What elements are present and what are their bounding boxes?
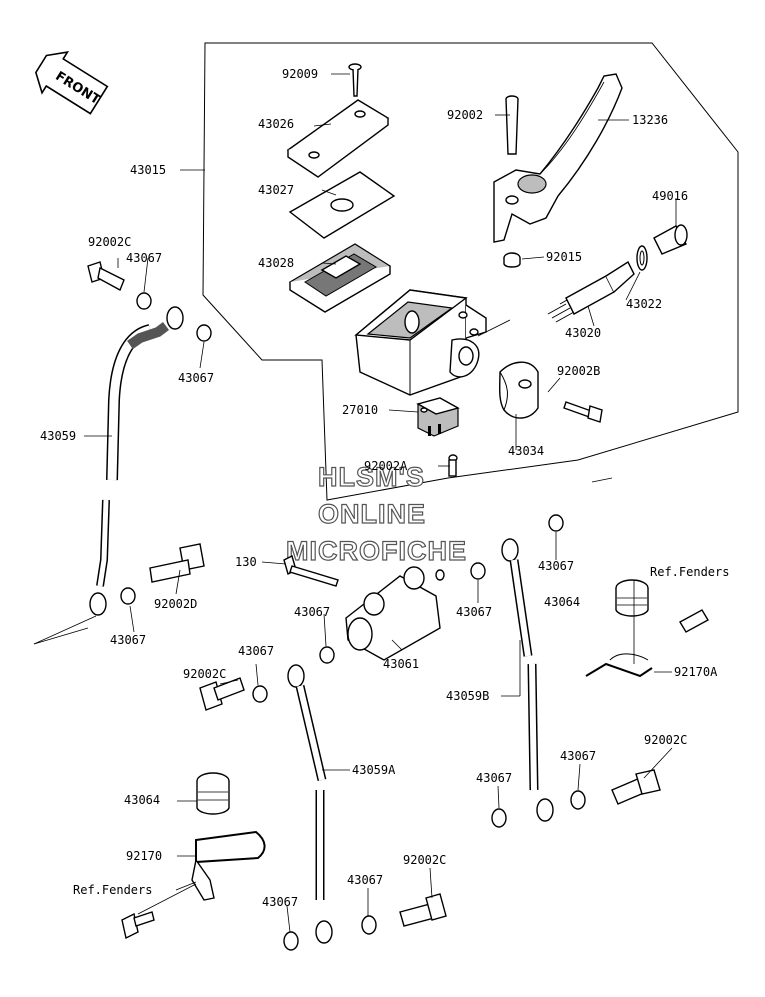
callout-130: 130 (235, 555, 257, 569)
callout-43015: 43015 (130, 163, 166, 177)
lever-pivot-bolt-icon (505, 95, 519, 155)
brake-lever-icon (493, 73, 623, 243)
callout-43028: 43028 (258, 256, 294, 270)
bolt-92002D-icon (149, 543, 205, 583)
diaphragm-plate-icon (288, 171, 396, 239)
hose-43059A-icon (287, 664, 333, 944)
callout-43059B: 43059B (446, 689, 489, 703)
washer-43067-h-icon (491, 808, 507, 828)
bolt-92002C-d-icon (399, 893, 447, 927)
callout-43027: 43027 (258, 183, 294, 197)
bolt-130-icon (283, 554, 339, 587)
brake-light-switch-icon (416, 397, 460, 437)
washer-43067-e-icon (470, 562, 486, 580)
washer-43067-b-icon (196, 324, 212, 342)
callout-43034: 43034 (508, 444, 544, 458)
nut-92015-icon (503, 252, 521, 268)
callout-92009: 92009 (282, 67, 318, 81)
bracket-92170A-icon (585, 653, 653, 678)
callout-43067-d: 43067 (294, 605, 330, 619)
callout-43067-f: 43067 (538, 559, 574, 573)
hose-43059-icon (89, 306, 184, 616)
callout-43064-right: 43064 (544, 595, 580, 609)
dust-boot-49016-icon (653, 224, 688, 255)
washer-43067-a-icon (136, 292, 152, 310)
callout-92002C-c: 92002C (644, 733, 687, 747)
callout-ref-fenders-left: Ref.Fenders (73, 883, 152, 897)
washer-43067-j-icon (283, 931, 299, 951)
callout-43067-b: 43067 (178, 371, 214, 385)
callout-13236: 13236 (632, 113, 668, 127)
callout-43067-h: 43067 (476, 771, 512, 785)
callout-ref-fenders-right: Ref.Fenders (650, 565, 729, 579)
reservoir-cap-icon (286, 99, 390, 178)
callout-43067-c: 43067 (110, 633, 146, 647)
washer-43067-g-icon (252, 685, 268, 703)
callout-43061: 43061 (383, 657, 419, 671)
circlip-43022-icon (636, 245, 648, 271)
callout-92002: 92002 (447, 108, 483, 122)
callout-92170A: 92170A (674, 665, 718, 679)
bolt-fenders-left-icon (121, 911, 155, 940)
callout-43067-k: 43067 (347, 873, 383, 887)
bolt-fenders-right-icon (679, 609, 709, 633)
washer-43067-c-icon (120, 587, 136, 605)
callout-92002C-a: 92002C (88, 235, 131, 249)
callout-27010: 27010 (342, 403, 378, 417)
callout-43059A: 43059A (352, 763, 396, 777)
master-cylinder-body-icon (354, 289, 487, 396)
callout-92002C-b: 92002C (183, 667, 226, 681)
bolt-92002B-icon (563, 401, 603, 423)
grommet-43064-right-icon (615, 579, 649, 617)
callout-43067-a: 43067 (126, 251, 162, 265)
callout-43067-g: 43067 (238, 644, 274, 658)
callout-92170: 92170 (126, 849, 162, 863)
callout-43059: 43059 (40, 429, 76, 443)
washer-43067-d-icon (319, 646, 335, 664)
callout-92002C-d: 92002C (403, 853, 446, 867)
clamp-43034-icon (498, 361, 539, 419)
callout-43067-j: 43067 (262, 895, 298, 909)
leader-lines (33, 73, 677, 933)
washer-43067-k-icon (361, 915, 377, 935)
screw-92009-icon (348, 63, 362, 97)
front-arrow-icon: FRONT (34, 51, 109, 115)
callout-43026: 43026 (258, 117, 294, 131)
callout-43067-e: 43067 (456, 605, 492, 619)
watermark-line-2: ONLINE (318, 499, 426, 529)
callout-43064-left: 43064 (124, 793, 160, 807)
callout-43020: 43020 (565, 326, 601, 340)
washer-43067-f-icon (548, 514, 564, 532)
watermark-line-1: HLSM'S (318, 462, 425, 492)
screw-92002A-icon (448, 454, 458, 477)
watermark-line-3: MICROFICHE (286, 536, 467, 566)
bolt-92002C-b-icon (199, 677, 245, 711)
callout-43067-i: 43067 (560, 749, 596, 763)
piston-kit-43020-icon (547, 260, 635, 323)
callout-92002B: 92002B (557, 364, 600, 378)
callout-92002D: 92002D (154, 597, 197, 611)
junction-43061-icon (345, 566, 445, 661)
watermark: HLSM'S ONLINE MICROFICHE (285, 461, 467, 566)
callout-92002A: 92002A (364, 459, 408, 473)
assembly-outline (202, 42, 739, 501)
callout-43022: 43022 (626, 297, 662, 311)
hose-43059B-icon (501, 538, 554, 822)
bolt-92002C-a-icon (87, 261, 125, 291)
callout-49016: 49016 (652, 189, 688, 203)
bolt-92002C-c-icon (611, 769, 661, 805)
callout-92015: 92015 (546, 250, 582, 264)
bracket-92170-icon (191, 830, 266, 901)
grommet-43064-left-icon (196, 772, 230, 815)
diaphragm-icon (288, 243, 392, 313)
washer-43067-i-icon (570, 790, 586, 810)
